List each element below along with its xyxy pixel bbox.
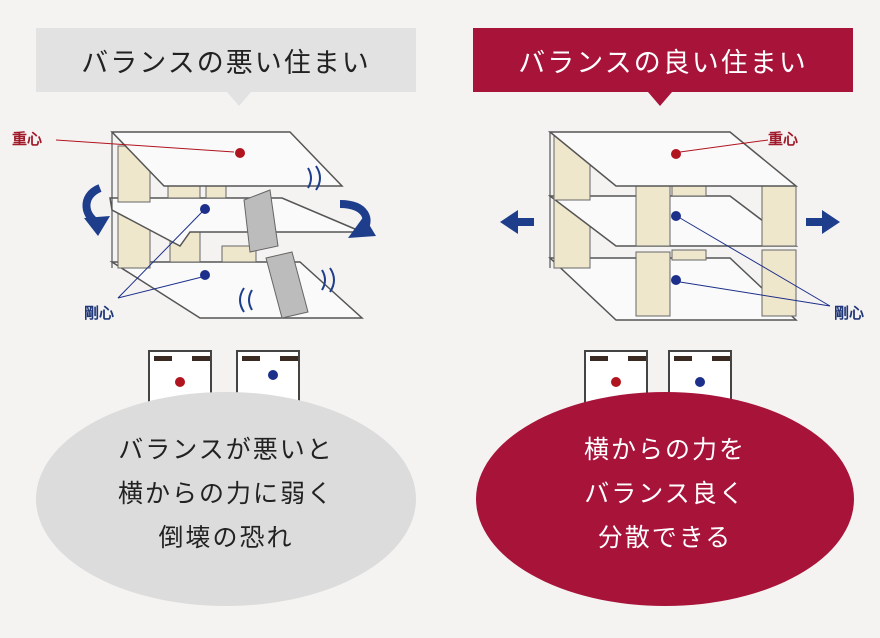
tilting-column	[265, 251, 309, 319]
center-of-rigidity-label: 剛心	[834, 304, 865, 322]
message-line: 分散できる	[597, 523, 733, 552]
rotate-left-arrow-icon	[82, 184, 110, 236]
right-arrow-icon	[806, 210, 840, 234]
wall	[221, 245, 257, 263]
tilting-column	[243, 189, 279, 253]
gravity-dot	[611, 377, 621, 387]
center-of-rigidity-label: 剛心	[84, 304, 115, 322]
message-line: 横からの力に弱く	[117, 479, 334, 508]
balanced-building-illustration	[500, 131, 840, 321]
bad-house-title-pointer	[227, 92, 251, 106]
message-line: 横からの力を	[583, 435, 746, 464]
rotate-right-arrow-icon	[339, 200, 376, 238]
center-of-gravity-label: 重心	[768, 130, 799, 148]
message-line: バランス良く	[584, 479, 746, 508]
bad-house-message-bubble: バランスが悪いと 横からの力に弱く 倒壊の恐れ	[36, 392, 416, 606]
rigidity-dot	[695, 377, 705, 387]
left-panel: バランスの悪い住まい 重心 剛心	[12, 28, 416, 606]
center-of-rigidity-dot	[671, 275, 681, 285]
message-line: 倒壊の恐れ	[158, 523, 294, 552]
good-house-message-bubble: 横からの力を バランス良く 分散できる	[476, 392, 854, 606]
rigidity-dot	[268, 370, 278, 380]
roof-slab	[110, 131, 344, 187]
unbalanced-building-illustration	[55, 131, 376, 319]
good-house-title: バランスの良い住まい	[473, 28, 853, 92]
center-of-rigidity-dot	[200, 270, 210, 280]
bad-house-message: バランスが悪いと 横からの力に弱く 倒壊の恐れ	[36, 428, 416, 560]
center-of-gravity-label: 重心	[12, 130, 43, 148]
vibration-icon	[239, 165, 335, 313]
wall	[205, 185, 227, 199]
left-arrow-icon	[500, 210, 534, 234]
right-panel: バランスの良い住まい 重心 剛心	[440, 0, 880, 638]
center-of-gravity-dot	[671, 149, 681, 159]
bad-house-title: バランスの悪い住まい	[36, 28, 416, 92]
good-house-message: 横からの力を バランス良く 分散できる	[476, 428, 854, 560]
center-of-gravity-dot	[235, 148, 245, 158]
center-of-rigidity-dot	[671, 211, 681, 221]
message-line: バランスが悪いと	[118, 435, 334, 464]
good-house-title-pointer	[648, 92, 672, 106]
gravity-dot	[175, 377, 185, 387]
center-of-rigidity-dot	[200, 204, 210, 214]
